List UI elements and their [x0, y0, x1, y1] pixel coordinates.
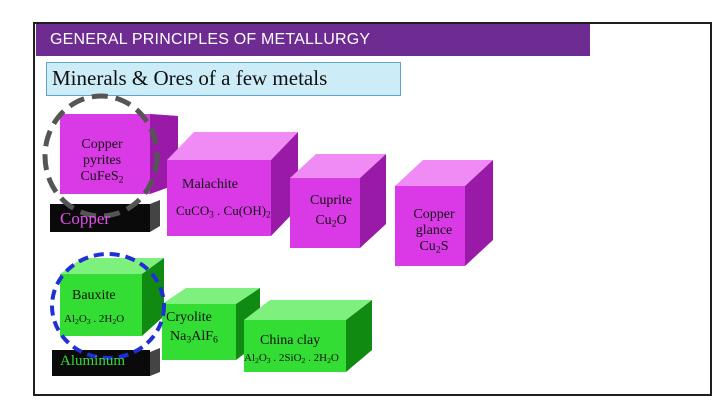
copper-tag-box	[50, 200, 160, 232]
aluminum-tag-box	[52, 348, 160, 376]
pyrites-name-line2: pyrites	[82, 153, 122, 169]
glance-name-line2: glance	[415, 223, 453, 239]
cuprite-formula: Cu2O	[315, 213, 347, 230]
bauxite-formula: Al2O3 . 2H2O	[64, 313, 125, 326]
subtitle: Minerals & Ores of a few metals	[52, 66, 328, 90]
copper-glance-label: Copper glance Cu2S	[398, 207, 470, 255]
glance-name-line1: Copper	[413, 207, 455, 222]
cuprite-label: Cuprite Cu2O	[296, 193, 366, 229]
china-clay-box	[244, 300, 372, 372]
subtitle-box	[46, 62, 401, 96]
copper-glance-box	[395, 160, 493, 266]
cryolite-formula: Na3AlF6	[170, 329, 218, 346]
glance-formula: Cu2S	[419, 239, 449, 256]
cryolite-label: Cryolite Na3AlF6	[166, 310, 238, 345]
china-clay-formula: Al2O3 . 2SiO2 . 2H2O	[244, 352, 339, 365]
copper-tag: Copper	[60, 209, 111, 228]
cuprite-name: Cuprite	[310, 193, 352, 208]
china-clay-name: China clay	[260, 333, 321, 348]
pyrites-formula: CuFeS2	[80, 169, 124, 186]
aluminum-highlight-circle	[50, 252, 166, 360]
header-bar	[36, 24, 590, 56]
aluminum-tag: Aluminum	[60, 353, 126, 369]
cryolite-name: Cryolite	[166, 310, 212, 325]
copper-pyrites-label: Copper pyrites CuFeS2	[70, 137, 134, 185]
copper-highlight-circle	[42, 93, 160, 219]
malachite-name: Malachite	[182, 177, 238, 192]
bauxite-name: Bauxite	[72, 288, 116, 303]
pyrites-name-line1: Copper	[81, 137, 123, 152]
page-title: GENERAL PRINCIPLES OF METALLURGY	[50, 31, 371, 48]
malachite-formula: CuCO3 . Cu(OH)2	[176, 203, 271, 220]
bauxite-box	[60, 258, 164, 336]
cuprite-box	[290, 154, 386, 248]
